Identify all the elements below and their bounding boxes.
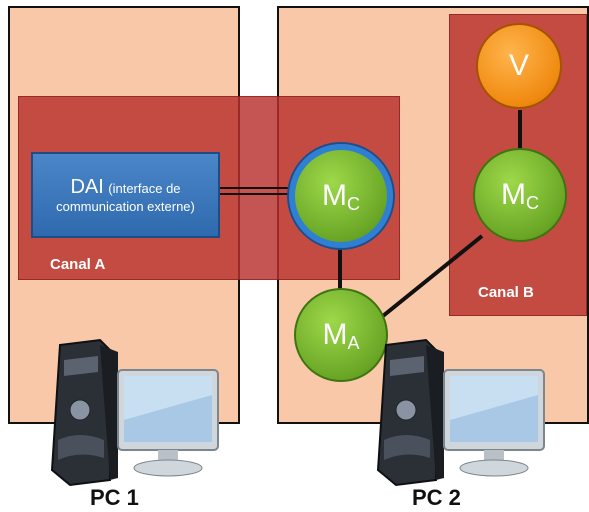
node-mc-a-main: M	[322, 179, 347, 212]
dai-box: DAI (interface de communication externe)	[31, 152, 220, 238]
pc1-label: PC 1	[90, 485, 139, 510]
dai-line1: (interface de	[108, 181, 181, 196]
dai-title: DAI	[70, 176, 104, 198]
node-ma-sub: A	[347, 333, 360, 353]
node-v: V	[476, 23, 562, 109]
pc2-label: PC 2	[412, 485, 461, 510]
canal-b-label: Canal B	[478, 284, 534, 301]
node-ma-main: M	[322, 318, 348, 351]
canal-a-label: Canal A	[50, 256, 106, 273]
node-v-label: V	[508, 49, 529, 82]
node-mc-b-sub: C	[526, 193, 539, 213]
node-mc-b-main: M	[501, 178, 526, 211]
node-mc-a-sub: C	[347, 194, 360, 214]
dai-line2: communication externe)	[56, 199, 195, 214]
link-ma-mc-b	[376, 234, 484, 322]
